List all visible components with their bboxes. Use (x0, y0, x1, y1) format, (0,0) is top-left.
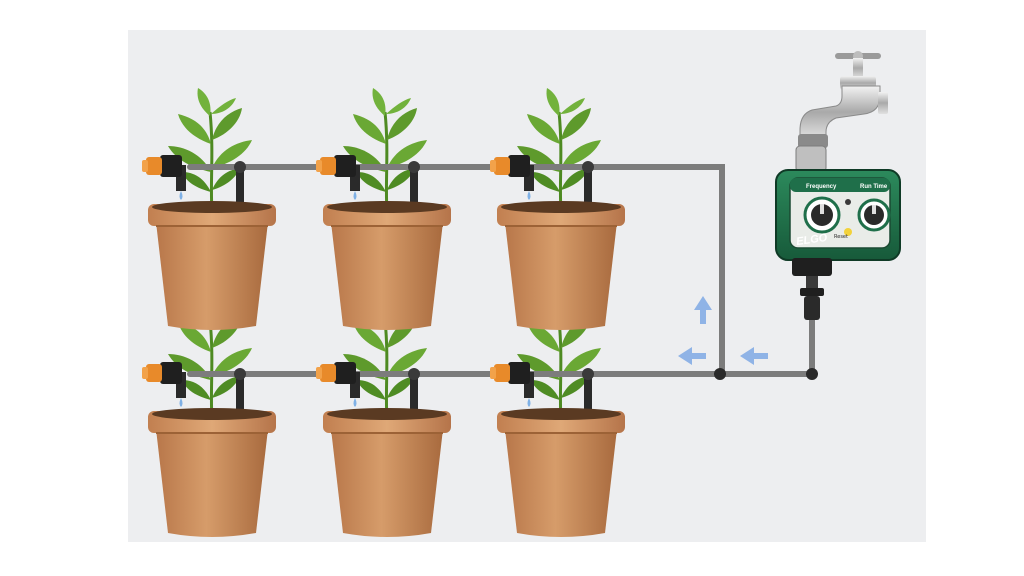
arrow-up-icon (694, 296, 712, 324)
faucet-icon (798, 51, 888, 148)
pot-top-1 (147, 200, 277, 331)
pot-bottom-1 (147, 407, 277, 538)
pipe-junction-right (806, 368, 818, 380)
brand-logo: ELGO (796, 232, 829, 248)
pot-top-2 (322, 200, 452, 331)
arrow-left-icon (678, 347, 706, 365)
frequency-label: Frequency (806, 184, 837, 190)
arrow-left-icon (740, 347, 768, 365)
pot-top-3 (496, 200, 626, 331)
pipe-junction-left (714, 368, 726, 380)
hose-connector (800, 274, 824, 320)
run-time-label: Run Time (860, 184, 888, 190)
water-timer-icon: Frequency Run Time Reset ELGO (775, 145, 901, 276)
pot-bottom-2 (322, 407, 452, 538)
pot-bottom-3 (496, 407, 626, 538)
reset-label: Reset (834, 234, 848, 240)
status-led (844, 228, 852, 236)
